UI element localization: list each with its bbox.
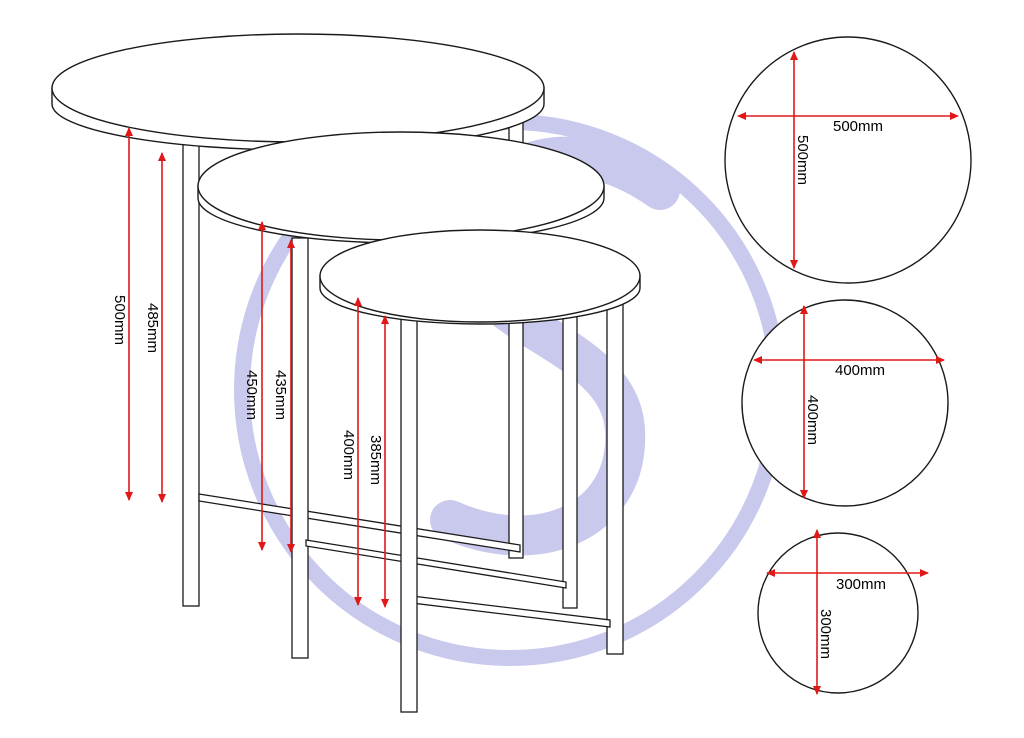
small-top-view: 300mm 300mm [757,529,929,695]
small-inner-height-label: 385mm [367,435,384,485]
medium-top-view: 400mm 400mm [741,299,949,507]
large-width-label: 500mm [833,118,883,135]
medium-width-label: 400mm [835,362,885,379]
large-inner-height-label: 485mm [144,303,161,353]
small-height-dimension: 400mm [340,297,362,606]
small-width-label: 300mm [836,576,886,593]
medium-total-height-label: 450mm [243,370,260,420]
large-inner-height-dimension: 485mm [144,152,166,503]
small-table [305,229,641,713]
large-top-view: 500mm 500mm [724,36,972,284]
large-total-height-label: 500mm [111,295,128,345]
medium-table [197,131,605,659]
small-inner-height-dimension: 385mm [367,315,389,608]
medium-inner-height-dimension: 435mm [272,239,295,553]
large-height-dimension: 500mm [111,127,133,501]
large-depth-label: 500mm [794,135,811,185]
medium-depth-label: 400mm [804,395,821,445]
small-total-height-label: 400mm [340,430,357,480]
medium-height-dimension: 450mm [243,221,266,551]
medium-inner-height-label: 435mm [272,370,289,420]
small-depth-label: 300mm [817,609,834,659]
